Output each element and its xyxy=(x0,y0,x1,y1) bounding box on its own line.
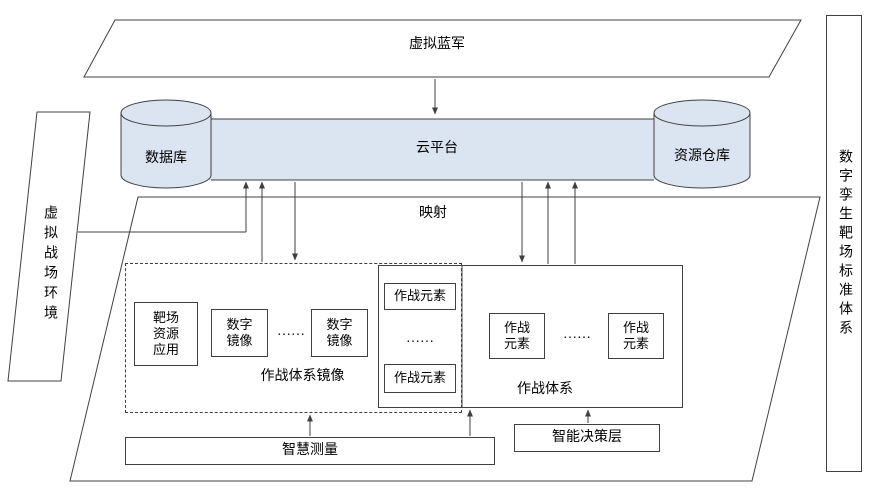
mirror-group-frame xyxy=(125,263,462,413)
combat-ellipsis: …… xyxy=(563,327,591,342)
combat-element-col-top-box: 作战元素 xyxy=(384,283,456,310)
combat-system-frame xyxy=(378,265,683,408)
combat-element-col-bottom-label: 作战元素 xyxy=(393,370,446,386)
combat-element-box-1: 作战元素 xyxy=(489,313,545,359)
combat-element-col-bottom-box: 作战元素 xyxy=(384,364,456,393)
virtual-battlefield-parallelogram xyxy=(7,111,91,382)
virtual-battlefield-label: 虚拟战场环境 xyxy=(42,205,57,325)
virtual-blue-army-parallelogram xyxy=(83,19,802,78)
decision-layer-box: 智能决策层 xyxy=(514,424,660,452)
resource-app-label: 靶场资源应用 xyxy=(152,309,179,358)
mirror-group-label: 作战体系镜像 xyxy=(260,369,345,384)
standard-system-panel: 数字孪生靶场标准体系 xyxy=(826,15,862,472)
cloud-pipe-body xyxy=(180,119,680,180)
digital-mirror-box-1: 数字镜像 xyxy=(211,309,268,357)
smart-measurement-label: 智慧测量 xyxy=(282,443,338,459)
repository-label: 资源仓库 xyxy=(674,149,730,164)
repository-cylinder-top xyxy=(653,99,751,127)
database-cylinder xyxy=(120,113,212,189)
digital-mirror-box-2: 数字镜像 xyxy=(311,309,368,357)
digital-mirror-label-2: 数字镜像 xyxy=(326,316,353,348)
combat-element-box-2: 作战元素 xyxy=(608,313,664,359)
mapping-layer-parallelogram xyxy=(69,196,821,482)
database-label: 数据库 xyxy=(145,151,187,166)
virtual-blue-army-label: 虚拟蓝军 xyxy=(409,37,465,52)
resource-app-box: 靶场资源应用 xyxy=(134,302,198,366)
database-cylinder-top xyxy=(120,99,212,127)
digital-mirror-label-1: 数字镜像 xyxy=(226,316,253,348)
cloud-platform-label: 云平台 xyxy=(416,141,458,156)
combat-column-ellipsis: …… xyxy=(406,331,434,346)
smart-measurement-box: 智慧测量 xyxy=(125,437,495,465)
combat-element-col-top-label: 作战元素 xyxy=(393,288,446,304)
mapping-label: 映射 xyxy=(419,206,447,221)
decision-layer-label: 智能决策层 xyxy=(552,430,622,446)
combat-system-label: 作战体系 xyxy=(517,382,573,397)
mirror-ellipsis: …… xyxy=(277,324,305,339)
repository-cylinder xyxy=(653,113,751,189)
combat-element-label-1: 作战元素 xyxy=(503,319,530,351)
combat-element-label-2: 作战元素 xyxy=(622,319,649,351)
